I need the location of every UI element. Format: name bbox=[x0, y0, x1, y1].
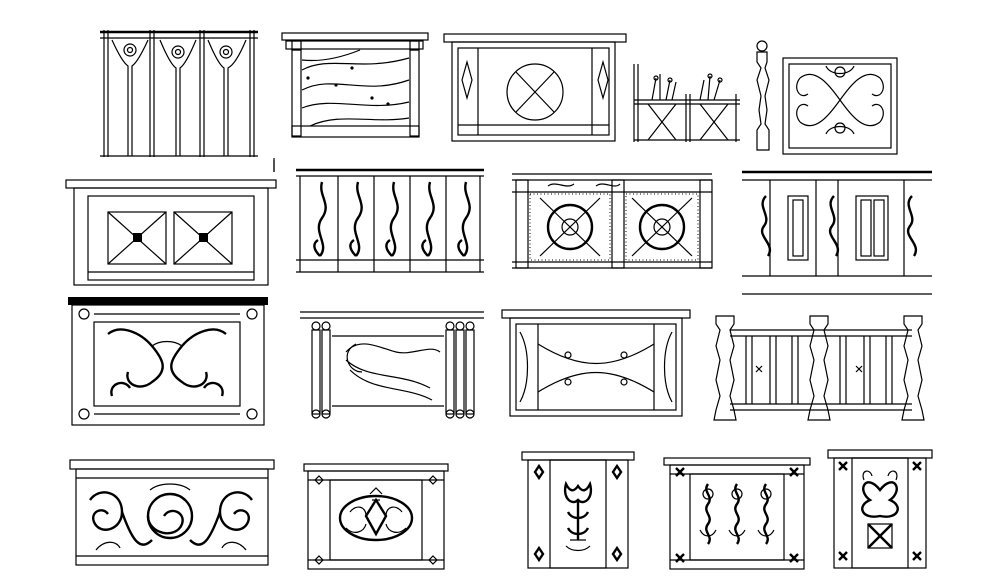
diamond-boss-parapet bbox=[65, 158, 277, 286]
tulip-motif-panel bbox=[521, 451, 635, 569]
circle-cross-panel bbox=[443, 33, 627, 142]
oval-medallion-panel bbox=[303, 463, 449, 570]
bar-scroll-railing bbox=[742, 170, 932, 295]
wave-glass-panel bbox=[281, 32, 429, 138]
scroll-baluster-railing bbox=[296, 168, 484, 273]
stone-circle-parapet bbox=[512, 173, 713, 269]
column-wave-panel bbox=[300, 311, 484, 419]
triple-motif-panel bbox=[663, 457, 811, 570]
planter-lattice bbox=[633, 64, 740, 142]
cap-scroll-panel bbox=[68, 297, 268, 426]
heart-motif-panel bbox=[827, 449, 933, 569]
lens-oval-panel bbox=[501, 309, 691, 417]
scrollwork-frieze bbox=[69, 459, 275, 566]
turned-baluster-railing bbox=[713, 315, 925, 421]
ring-bar-railing bbox=[100, 30, 258, 157]
post-scroll-grille bbox=[756, 40, 898, 155]
